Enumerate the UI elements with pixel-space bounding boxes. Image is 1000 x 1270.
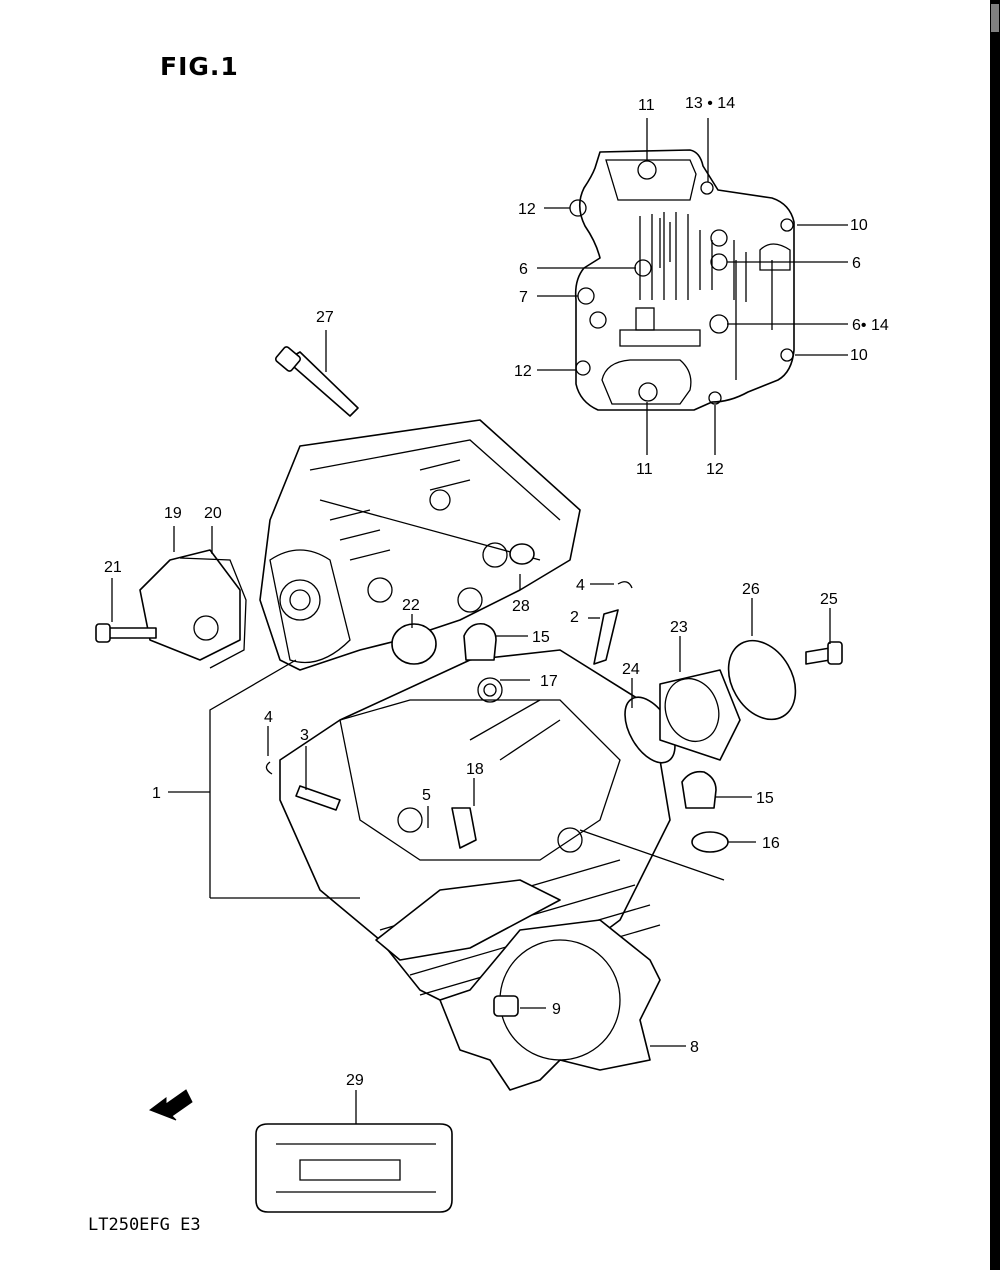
callout-12a: 12 xyxy=(518,201,536,218)
callout-8: 8 xyxy=(690,1039,699,1056)
clamp-screw xyxy=(805,647,831,665)
callout-5: 5 xyxy=(422,787,431,804)
intake-pipe xyxy=(659,669,741,761)
callout-10a: 10 xyxy=(850,217,868,234)
side-cover xyxy=(139,549,241,661)
figure-title: FIG.1 xyxy=(160,52,239,81)
callout-13-14: 13 • 14 xyxy=(685,95,735,112)
info-label-plate xyxy=(255,1123,453,1213)
cap-nut xyxy=(681,770,717,809)
scan-edge-bar xyxy=(990,0,1000,1270)
callout-9: 9 xyxy=(552,1001,561,1018)
head-gasket xyxy=(439,919,661,1091)
valve-guide xyxy=(295,785,341,811)
callout-23: 23 xyxy=(670,619,688,636)
callout-1: 1 xyxy=(152,785,161,802)
hose-clamp xyxy=(727,639,797,721)
spark-plug xyxy=(451,807,477,849)
callout-4b: 4 xyxy=(264,709,273,726)
callout-numbers: 1 2 3 4 4 5 6 6 6• 14 7 8 9 10 10 11 11 … xyxy=(104,95,889,1089)
washer xyxy=(691,831,729,853)
o-ring-22 xyxy=(391,623,437,665)
cylinder-head-assembly xyxy=(259,419,671,1011)
callout-29: 29 xyxy=(346,1072,364,1089)
callout-16: 16 xyxy=(762,835,780,852)
callout-11a: 11 xyxy=(638,97,655,114)
callout-6a: 6 xyxy=(519,261,528,278)
callout-21: 21 xyxy=(104,559,122,576)
callout-25: 25 xyxy=(820,591,838,608)
callout-6b: 6 xyxy=(852,255,861,272)
circlip-2 xyxy=(265,761,273,775)
scan-edge-mark xyxy=(991,4,999,32)
callout-3: 3 xyxy=(300,727,309,744)
callout-6-14: 6• 14 xyxy=(852,317,889,334)
callout-11b: 11 xyxy=(636,461,653,478)
fwd-arrow xyxy=(148,1089,193,1121)
callout-7: 7 xyxy=(519,289,528,306)
callout-17: 17 xyxy=(540,673,558,690)
callout-27: 27 xyxy=(316,309,334,326)
valve-guide-2 xyxy=(593,609,619,665)
callout-12c: 12 xyxy=(706,461,724,478)
callout-24: 24 xyxy=(622,661,640,678)
callout-10b: 10 xyxy=(850,347,868,364)
callout-15b: 15 xyxy=(756,790,774,807)
circlip xyxy=(617,581,633,589)
callout-20: 20 xyxy=(204,505,222,522)
callout-26: 26 xyxy=(742,581,760,598)
callout-22: 22 xyxy=(402,597,420,614)
cylinder-head-cover xyxy=(569,149,795,411)
cover-bolt xyxy=(103,627,157,639)
callout-15a: 15 xyxy=(532,629,550,646)
callout-4a: 4 xyxy=(576,577,585,594)
callout-28: 28 xyxy=(512,598,530,615)
cap-nut xyxy=(463,622,497,661)
model-code-label: LT250EFG E3 xyxy=(88,1215,201,1235)
dowel-pin xyxy=(493,995,519,1017)
callout-2: 2 xyxy=(570,609,579,626)
callout-18: 18 xyxy=(466,761,484,778)
callout-12b: 12 xyxy=(514,363,532,380)
callout-19: 19 xyxy=(164,505,182,522)
bolt-28-washer xyxy=(509,543,535,565)
leader-lines xyxy=(111,118,848,1124)
